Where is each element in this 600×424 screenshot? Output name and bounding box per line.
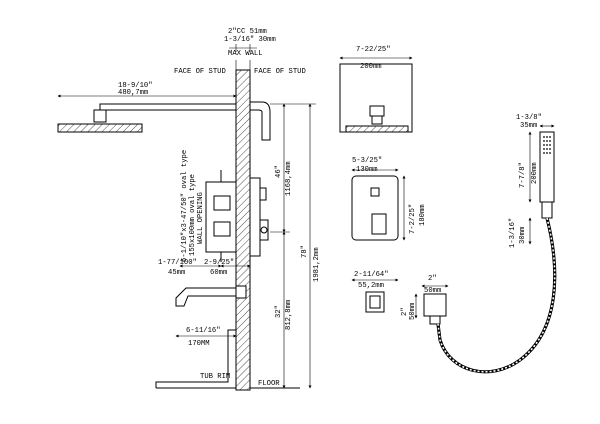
valve-handle xyxy=(371,213,387,235)
valve-body xyxy=(205,181,237,253)
spout-length-in: 6-11/16" xyxy=(186,327,221,335)
wall-opening-line2: 155x100mm oval type xyxy=(189,174,197,256)
outlet-depth-mm: 50mm xyxy=(409,303,417,320)
total-height-mm: 1981,2mm xyxy=(313,247,321,282)
total-height-in: 78" xyxy=(301,245,309,258)
shower-arm-mm: 480,7mm xyxy=(118,89,148,97)
shower-arm xyxy=(99,103,236,111)
wall-opening-line3: WALL OPENING xyxy=(197,192,205,244)
holder-in: 1-3/16" xyxy=(509,218,517,248)
wall-opening-line1: 6-1/10"x3-47/50" oval type xyxy=(181,150,189,262)
head-height-mm: 1168,4mm xyxy=(285,161,293,196)
rain-head-side xyxy=(57,123,143,133)
head-height-in: 46" xyxy=(275,165,283,178)
trim-width-mm: 130mm xyxy=(356,166,378,174)
trim-width-in: 5-3/25" xyxy=(352,157,382,165)
hand-shower-length-in: 7-7/8" xyxy=(519,162,527,188)
head-plate-mm: 200mm xyxy=(360,63,382,71)
hose xyxy=(436,217,557,374)
outlet-width-in: 2" xyxy=(428,275,437,283)
tub-spout xyxy=(175,287,236,307)
handle-depth-mm: 55,2mm xyxy=(358,282,384,290)
spout-length-mm: 170MM xyxy=(188,340,210,348)
face-of-stud-right: FACE OF STUD xyxy=(254,68,306,76)
valve-depth-in-b: 2-9/25" xyxy=(204,259,234,267)
front-views xyxy=(339,56,449,325)
handle-depth-in: 2-11/64" xyxy=(354,271,389,279)
floor-label: FLOOR xyxy=(258,380,280,388)
tub-rim-label: TUB RIM xyxy=(200,373,230,381)
side-elevation xyxy=(57,44,316,391)
hand-shower-head xyxy=(539,131,555,203)
cc-label-2: 1-3/16" 30mm xyxy=(224,36,276,44)
outlet-depth-in: 2" xyxy=(401,307,409,316)
spout-height-in: 32" xyxy=(275,305,283,318)
valve-depth-in-a: 1-77/100" xyxy=(158,259,197,267)
spout-height-mm: 812,8mm xyxy=(285,300,293,330)
valve-depth-mm-a: 45mm xyxy=(168,269,185,277)
trim-plate xyxy=(351,175,399,241)
outlet-side xyxy=(423,293,447,317)
wall-section xyxy=(235,69,251,391)
trim-height-in: 7-2/25" xyxy=(409,204,417,234)
outlet-width-mm: 50mm xyxy=(424,287,441,295)
valve-depth-mm-b: 60mm xyxy=(210,269,227,277)
head-plate-in: 7-22/25" xyxy=(356,46,391,54)
trim-plate-side xyxy=(249,177,261,257)
shower-arm-in: 18-9/10" xyxy=(118,82,153,90)
trim-height-mm: 180mm xyxy=(419,204,427,226)
max-wall-label: MAX WALL xyxy=(228,50,263,58)
hand-shower xyxy=(436,124,557,374)
face-of-stud-left: FACE OF STUD xyxy=(174,68,226,76)
hand-shower-width-mm: 35mm xyxy=(520,122,537,130)
hand-shower-length-mm: 200mm xyxy=(531,162,539,184)
cc-label: 2"CC 51mm xyxy=(228,28,267,36)
holder-mm: 30mm xyxy=(519,227,527,244)
hand-shower-width-in: 1-3/8" xyxy=(516,114,542,122)
